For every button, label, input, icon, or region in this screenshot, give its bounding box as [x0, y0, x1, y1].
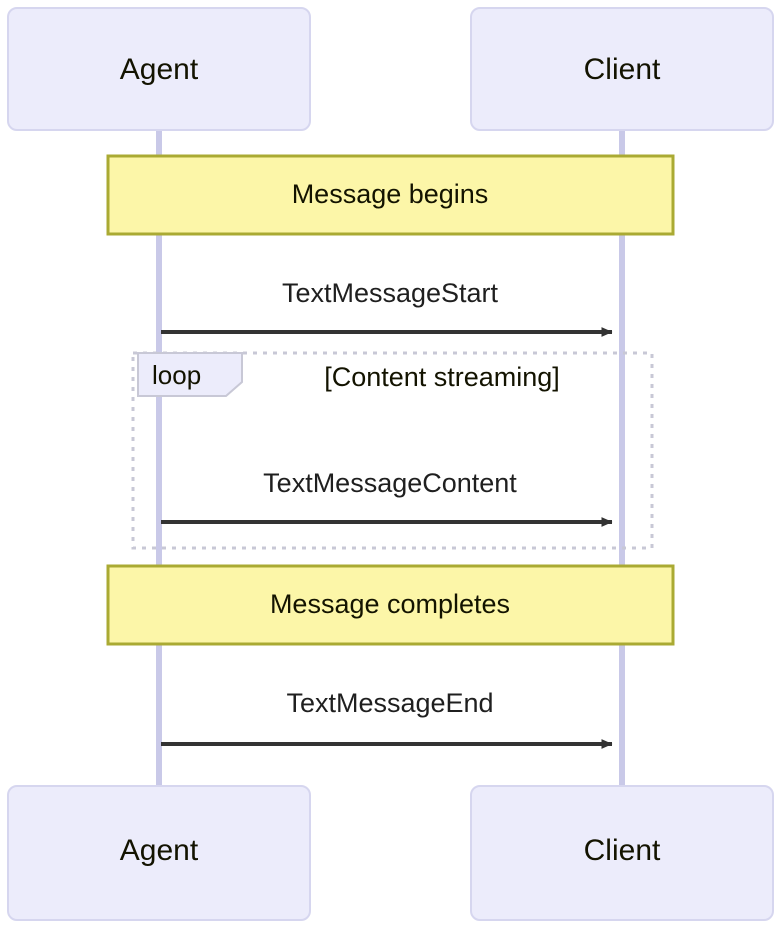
participant-box[interactable] — [470, 785, 774, 921]
note-box[interactable] — [106, 564, 675, 646]
participant-label-agent-top: Agent — [120, 53, 199, 86]
participant-label-client-bottom: Client — [584, 834, 661, 867]
note-label-message-begins: Message begins — [292, 179, 489, 209]
note-label-message-completes: Message completes — [270, 589, 510, 619]
participant-box[interactable] — [470, 7, 774, 131]
message-label-text-message-start: TextMessageStart — [282, 278, 499, 308]
fragment-loop[interactable]: loop [Content streaming] TextMessageCont… — [131, 351, 654, 550]
message-text-message-content[interactable]: TextMessageContent — [161, 468, 613, 527]
participant-box[interactable] — [7, 7, 311, 131]
note-message-begins[interactable]: Message begins — [106, 154, 675, 236]
participant-agent-top[interactable]: Agent — [7, 7, 311, 131]
loop-frame[interactable] — [131, 351, 654, 550]
participant-label-agent-bottom: Agent — [120, 834, 199, 867]
participant-agent-bottom[interactable]: Agent — [7, 785, 311, 921]
message-label-text-message-content: TextMessageContent — [263, 468, 517, 498]
loop-condition-label: [Content streaming] — [324, 362, 560, 392]
note-message-completes[interactable]: Message completes — [106, 564, 675, 646]
participant-client-top[interactable]: Client — [470, 7, 774, 131]
note-box[interactable] — [106, 154, 675, 236]
message-label-text-message-end: TextMessageEnd — [286, 688, 493, 718]
lifelines — [156, 130, 625, 786]
participant-label-client-top: Client — [584, 53, 661, 86]
loop-tag-box[interactable] — [137, 352, 243, 397]
message-text-message-start[interactable]: TextMessageStart — [161, 278, 613, 337]
message-text-message-end[interactable]: TextMessageEnd — [161, 688, 613, 749]
loop-tag-label: loop — [152, 360, 201, 390]
participant-box[interactable] — [7, 785, 311, 921]
participant-client-bottom[interactable]: Client — [470, 785, 774, 921]
